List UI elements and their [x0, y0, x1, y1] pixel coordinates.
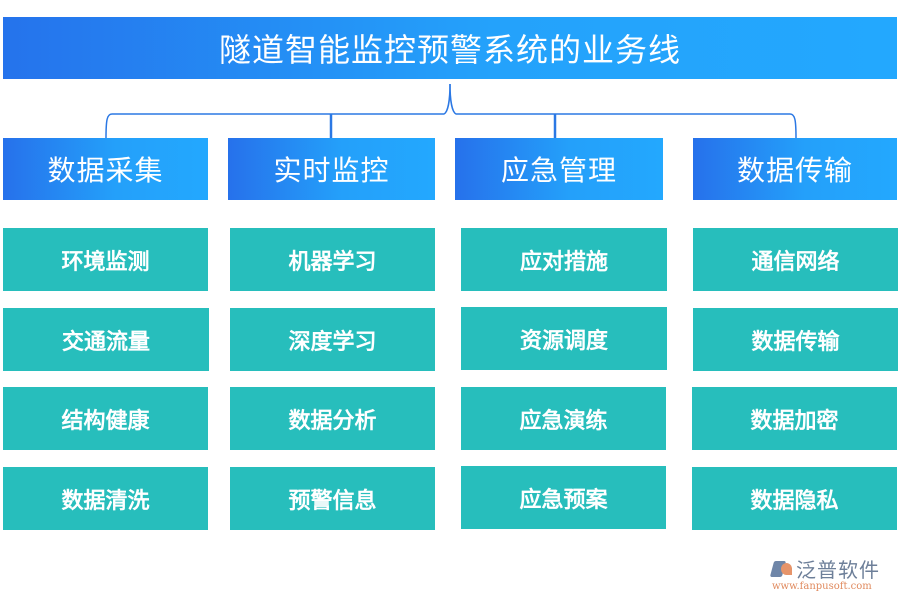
item-label: 环境监测: [61, 248, 150, 275]
item-label: 数据加密: [750, 407, 839, 434]
category-label: 数据传输: [736, 154, 853, 187]
item-label: 应急演练: [519, 407, 608, 434]
fanpu-logo-icon: [769, 559, 794, 579]
item-card: 数据传输: [693, 308, 898, 371]
item-label: 预警信息: [288, 487, 377, 514]
category-label: 数据采集: [47, 154, 164, 187]
item-card: 应对措施: [461, 228, 667, 291]
item-card: 应急预案: [461, 466, 666, 529]
item-card: 机器学习: [230, 228, 435, 291]
item-card: 数据清洗: [3, 467, 208, 530]
item-label: 数据隐私: [750, 487, 839, 514]
item-label: 通信网络: [751, 248, 840, 275]
item-label: 应急预案: [519, 486, 608, 513]
watermark-url: www.fanpusoft.com: [772, 581, 872, 592]
item-label: 交通流量: [61, 328, 150, 355]
item-card: 结构健康: [3, 387, 208, 450]
item-card: 通信网络: [693, 228, 898, 291]
item-label: 结构健康: [61, 407, 150, 434]
category-data-collection: 数据采集: [3, 138, 208, 200]
item-card: 深度学习: [230, 308, 435, 371]
diagram-title-text: 隧道智能监控预警系统的业务线: [218, 31, 681, 69]
item-card: 环境监测: [3, 228, 208, 291]
category-data-transmission: 数据传输: [693, 138, 897, 200]
item-label: 深度学习: [288, 328, 377, 355]
item-label: 数据传输: [751, 328, 840, 355]
item-card: 交通流量: [3, 308, 209, 371]
watermark-name: 泛普软件: [796, 558, 880, 582]
item-label: 应对措施: [519, 248, 608, 275]
item-label: 数据分析: [288, 407, 377, 434]
category-emergency-management: 应急管理: [455, 138, 663, 200]
item-label: 机器学习: [288, 248, 377, 275]
item-label: 资源调度: [519, 327, 608, 354]
item-card: 应急演练: [461, 387, 666, 450]
category-realtime-monitoring: 实时监控: [228, 138, 435, 200]
category-label: 应急管理: [500, 154, 617, 187]
category-label: 实时监控: [273, 154, 390, 187]
diagram-title: 隧道智能监控预警系统的业务线: [3, 17, 897, 79]
item-card: 数据隐私: [692, 467, 897, 530]
item-card: 数据加密: [692, 387, 897, 450]
item-card: 资源调度: [461, 307, 667, 370]
item-card: 预警信息: [230, 467, 435, 530]
watermark-logo: 泛普软件 www.fanpusoft.com: [769, 554, 894, 598]
item-label: 数据清洗: [61, 487, 150, 514]
item-card: 数据分析: [230, 387, 435, 450]
